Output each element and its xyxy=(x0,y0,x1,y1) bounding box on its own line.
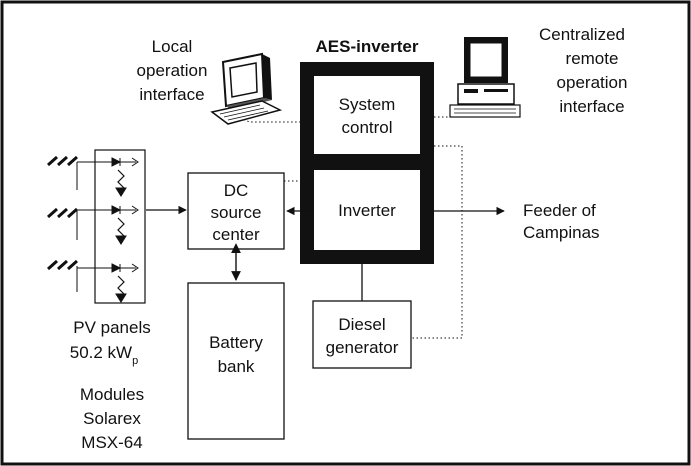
dc-source-label-1: DC xyxy=(224,181,249,200)
battery-bank-box xyxy=(187,282,285,440)
diesel-control-dotted-link xyxy=(411,145,463,339)
local-interface-label-2: operation xyxy=(137,61,208,80)
modules-label-1: Modules xyxy=(80,385,144,404)
remote-interface-label-4: interface xyxy=(559,97,624,116)
diesel-label-1: Diesel xyxy=(338,315,385,334)
aes-inverter-title: AES-inverter xyxy=(316,37,419,56)
dc-source-label-3: center xyxy=(212,225,260,244)
modules-label-2: Solarex xyxy=(83,409,141,428)
feeder-label-2: Campinas xyxy=(523,223,600,242)
pv-power-label: 50.2 kWp xyxy=(70,343,138,367)
local-interface-label-3: interface xyxy=(139,85,204,104)
pv-array-schematic xyxy=(47,149,146,304)
inverter-box xyxy=(314,170,420,250)
system-control-box xyxy=(314,76,420,154)
diesel-generator-box xyxy=(312,300,412,369)
pv-panels-label: PV panels xyxy=(73,318,151,337)
dc-source-center-box xyxy=(187,172,285,250)
inverter-label: Inverter xyxy=(338,201,396,220)
remote-interface-label-3: operation xyxy=(557,73,628,92)
local-interface-label-1: Local xyxy=(152,37,193,56)
local-computer-icon xyxy=(210,52,283,125)
diesel-label-2: generator xyxy=(326,338,399,357)
dc-source-label-2: source xyxy=(210,203,261,222)
feeder-label-1: Feeder of xyxy=(523,201,596,220)
modules-label-3: MSX-64 xyxy=(81,433,142,452)
battery-label-1: Battery xyxy=(209,333,263,352)
pv-power-value: 50.2 kW xyxy=(70,343,132,362)
system-control-label-1: System xyxy=(339,95,396,114)
remote-computer-icon xyxy=(449,37,521,118)
battery-label-2: bank xyxy=(218,357,255,376)
remote-interface-label-1: Centralized xyxy=(539,25,625,44)
remote-interface-label-2: remote xyxy=(566,49,619,68)
pv-power-subscript: p xyxy=(132,355,138,367)
system-control-label-2: control xyxy=(341,118,392,137)
